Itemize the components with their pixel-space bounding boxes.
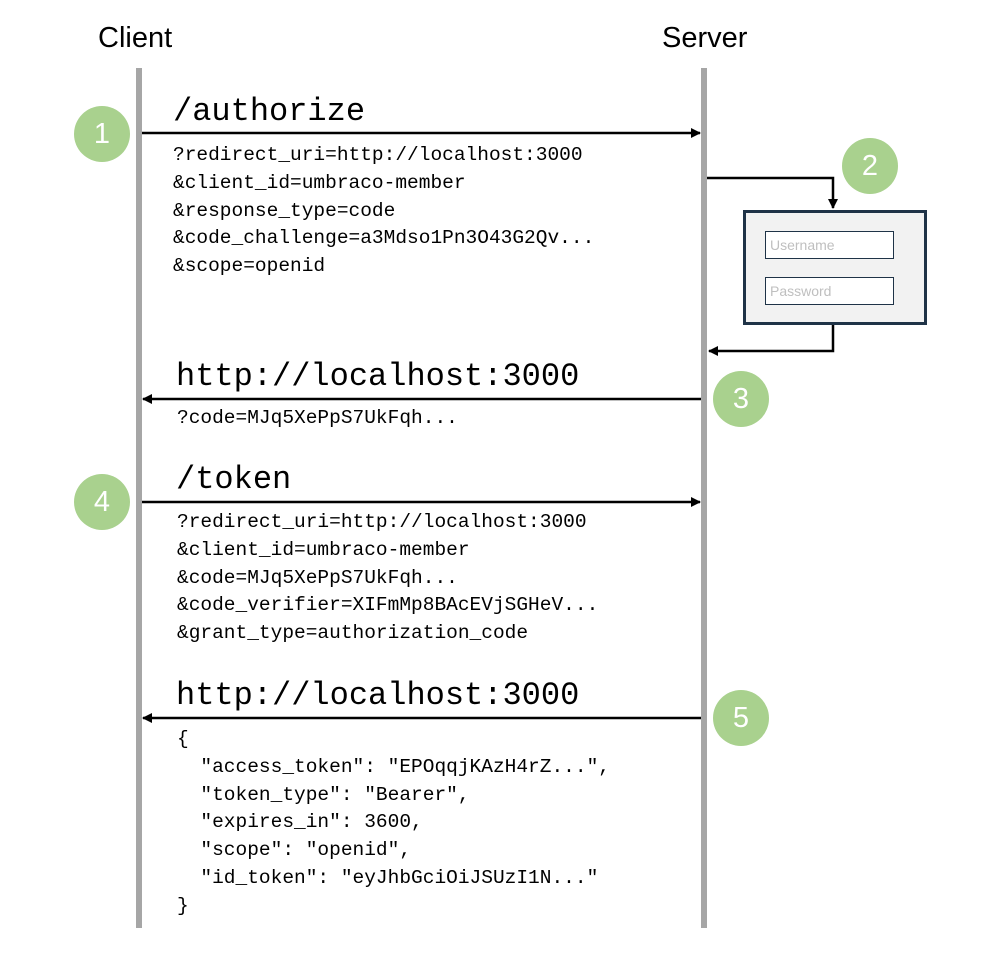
server-label: Server [662, 22, 748, 54]
response-line: "access_token": "EPOqqjKAzH4rZ...", [177, 755, 610, 778]
step-1-badge: 1 [74, 106, 130, 162]
param-line: &code_verifier=XIFmMp8BAcEVjSGHeV... [177, 594, 599, 617]
password-field[interactable]: Password [765, 277, 894, 305]
param-line: ?redirect_uri=http://localhost:3000 [173, 144, 583, 166]
arrow-login-to-server [708, 322, 835, 356]
param-line: ?code=MJq5XePpS7UkFqh... [177, 407, 458, 429]
step-3-endpoint: http://localhost:3000 [176, 358, 580, 395]
response-line: "token_type": "Bearer", [177, 783, 470, 806]
param-line: &client_id=umbraco-member [177, 538, 470, 561]
arrow-step-2-to-login [707, 176, 838, 209]
server-lifeline [701, 68, 707, 928]
param-line: &response_type=code [173, 199, 396, 222]
response-line: "scope": "openid", [177, 839, 412, 862]
step-3-badge: 3 [713, 371, 769, 427]
client-label: Client [98, 22, 173, 54]
response-line: } [177, 894, 189, 917]
step-5-badge: 5 [713, 690, 769, 746]
param-line: &scope=openid [173, 255, 326, 278]
param-line: &grant_type=authorization_code [177, 622, 529, 645]
step-4-badge: 4 [74, 474, 130, 530]
param-line: &code=MJq5XePpS7UkFqh... [177, 566, 458, 589]
step-1-params: ?redirect_uri=http://localhost:3000 &cli… [173, 142, 594, 281]
response-line: { [177, 728, 189, 750]
step-5-endpoint: http://localhost:3000 [176, 677, 580, 714]
client-lifeline [136, 68, 142, 928]
param-line: ?redirect_uri=http://localhost:3000 [177, 511, 587, 533]
step-4-endpoint: /token [176, 461, 292, 498]
step-4-params: ?redirect_uri=http://localhost:3000 &cli… [177, 509, 598, 648]
response-line: "expires_in": 3600, [177, 811, 423, 834]
step-5-response: { "access_token": "EPOqqjKAzH4rZ...", "t… [177, 726, 610, 921]
param-line: &code_challenge=a3Mdso1Pn3O43G2Qv... [173, 227, 595, 250]
step-2-badge: 2 [842, 138, 898, 194]
username-field[interactable]: Username [765, 231, 894, 259]
response-line: "id_token": "eyJhbGciOiJSUzI1N..." [177, 866, 599, 889]
step-3-params: ?code=MJq5XePpS7UkFqh... [177, 405, 458, 433]
step-1-endpoint: /authorize [173, 93, 366, 130]
login-form: Username Password [743, 210, 927, 325]
param-line: &client_id=umbraco-member [173, 171, 466, 194]
